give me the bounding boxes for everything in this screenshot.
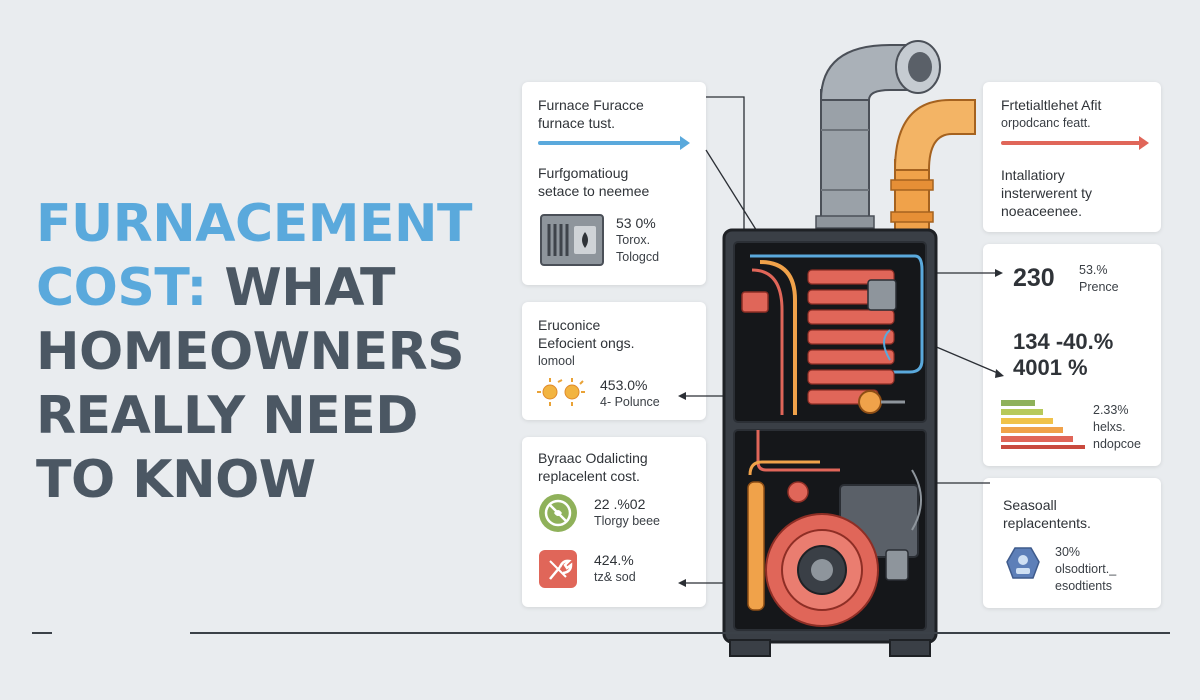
card1-stat-2: Torox.	[616, 233, 651, 247]
arrowhead-card3	[678, 579, 686, 587]
floor-line	[190, 632, 1170, 634]
rcard1-line-5: noeaceenee.	[1001, 203, 1082, 219]
rcard3-sub-2: esodtients	[1055, 579, 1112, 593]
card3-row2-sub: tz& sod	[594, 570, 636, 584]
left-card-efficiency: Eruconice Eefocient ongs. lomool 453.0% …	[522, 302, 706, 420]
card1-sub-2: setace to neemee	[538, 183, 650, 199]
rcard1-line-3: Intallatiory	[1001, 167, 1065, 183]
card1-stat-1: 53 0%	[616, 215, 656, 231]
rcard2-sub-3a: helxs.	[1093, 420, 1126, 434]
rcard3-stat-1: 30%	[1055, 545, 1081, 559]
arrowhead-card2	[678, 392, 686, 400]
no-fan-icon	[539, 494, 577, 532]
right-card-seasonal: Seasoall replacentents. 30% olsodtiort._…	[983, 478, 1161, 608]
sun-cluster-icon	[537, 378, 585, 406]
card3-row2-stat: 424.%	[594, 552, 634, 568]
card3-line-2: replacelent cost.	[538, 468, 640, 484]
title-line-2: COST: WHAT	[36, 256, 496, 320]
card1-stat-3: Tologcd	[616, 250, 660, 264]
rcard1-line-4: insterwerent ty	[1001, 185, 1093, 201]
rcard3-line-1: Seasoall	[1003, 497, 1057, 513]
title-line-2a: COST:	[36, 258, 207, 318]
exhaust-pipe	[815, 40, 941, 247]
card1-sub-1: Furfgomatioug	[538, 165, 629, 181]
rcard1-line-1: Frtetialtlehet Afit	[1001, 97, 1102, 113]
rcard2-big-1: 230	[1013, 264, 1055, 292]
connector-card1-top	[706, 96, 745, 250]
card2-line-1: Eruconice	[538, 317, 601, 333]
blower-assembly	[747, 430, 922, 627]
rcard2-stat-3: 2.33%	[1093, 403, 1129, 417]
card2-stat-1: 453.0%	[600, 377, 648, 393]
arrowhead-right-2	[995, 369, 1004, 378]
title-line-4: REALLY NEED	[36, 386, 418, 446]
card1-title-2: furnace tust.	[538, 115, 616, 131]
card1-title-1: Furnace Furacce	[538, 97, 644, 113]
right-card-installation: Frtetialtlehet Afit orpodcanc featt. Int…	[983, 82, 1161, 232]
hot-water-pipe	[890, 99, 976, 247]
right-card-costs: 230 53.% Prence 134 -40.% 4001 % 2.33% h…	[983, 244, 1161, 466]
title-line-2b: WHAT	[206, 258, 395, 318]
left-card-cost-overview: Furnace Furacce furnace tust. Furfgomati…	[522, 82, 706, 285]
red-arrow-bar	[1001, 141, 1147, 145]
rcard2-sub-3b: ndopcoe	[1093, 437, 1141, 451]
rcard3-sub-1: olsodtiort._	[1055, 562, 1117, 576]
floor-line-left	[32, 632, 52, 634]
card3-row1-stat: 22 .%02	[594, 496, 646, 512]
rcard2-big-2a: 134 -40.%	[1013, 329, 1114, 354]
title-line-5: TO KNOW	[36, 450, 316, 510]
heat-exchanger	[741, 254, 924, 415]
rcard1-line-2: orpodcanc featt.	[1001, 116, 1091, 130]
repair-tools-icon	[539, 550, 577, 588]
card2-line-3: lomool	[538, 354, 575, 368]
arrow-right-icon	[680, 136, 690, 150]
card3-row1-sub: Tlorgy beee	[594, 514, 661, 528]
thermostat-panel-icon	[540, 214, 604, 266]
card2-stat-2: 4- Polunce	[600, 395, 660, 409]
connector-card1-diag	[705, 149, 761, 237]
card2-line-2: Eefocient ongs.	[538, 335, 635, 351]
arrow-right-icon	[1139, 136, 1149, 150]
efficiency-bars-icon	[1001, 400, 1085, 449]
page-title: FURNACEMENT COST: WHAT HOMEOWNERS REALLY…	[36, 192, 496, 512]
title-line-3: HOMEOWNERS	[36, 322, 465, 382]
title-line-1: FURNACEMENT	[36, 194, 473, 254]
card3-line-1: Byraac Odalicting	[538, 450, 648, 466]
blue-arrow-bar	[538, 141, 688, 145]
rcard2-stat-1: 53.%	[1079, 263, 1108, 277]
furnace-illustration	[722, 40, 976, 657]
left-card-replacement-cost: Byraac Odalicting replacelent cost. 22 .…	[522, 437, 706, 607]
rcard2-big-2b: 4001 %	[1013, 355, 1088, 380]
rcard3-line-2: replacentents.	[1003, 515, 1091, 531]
arrowhead-right-1	[995, 269, 1003, 277]
rcard2-sub-1: Prence	[1079, 280, 1119, 294]
technician-icon	[1006, 547, 1040, 579]
